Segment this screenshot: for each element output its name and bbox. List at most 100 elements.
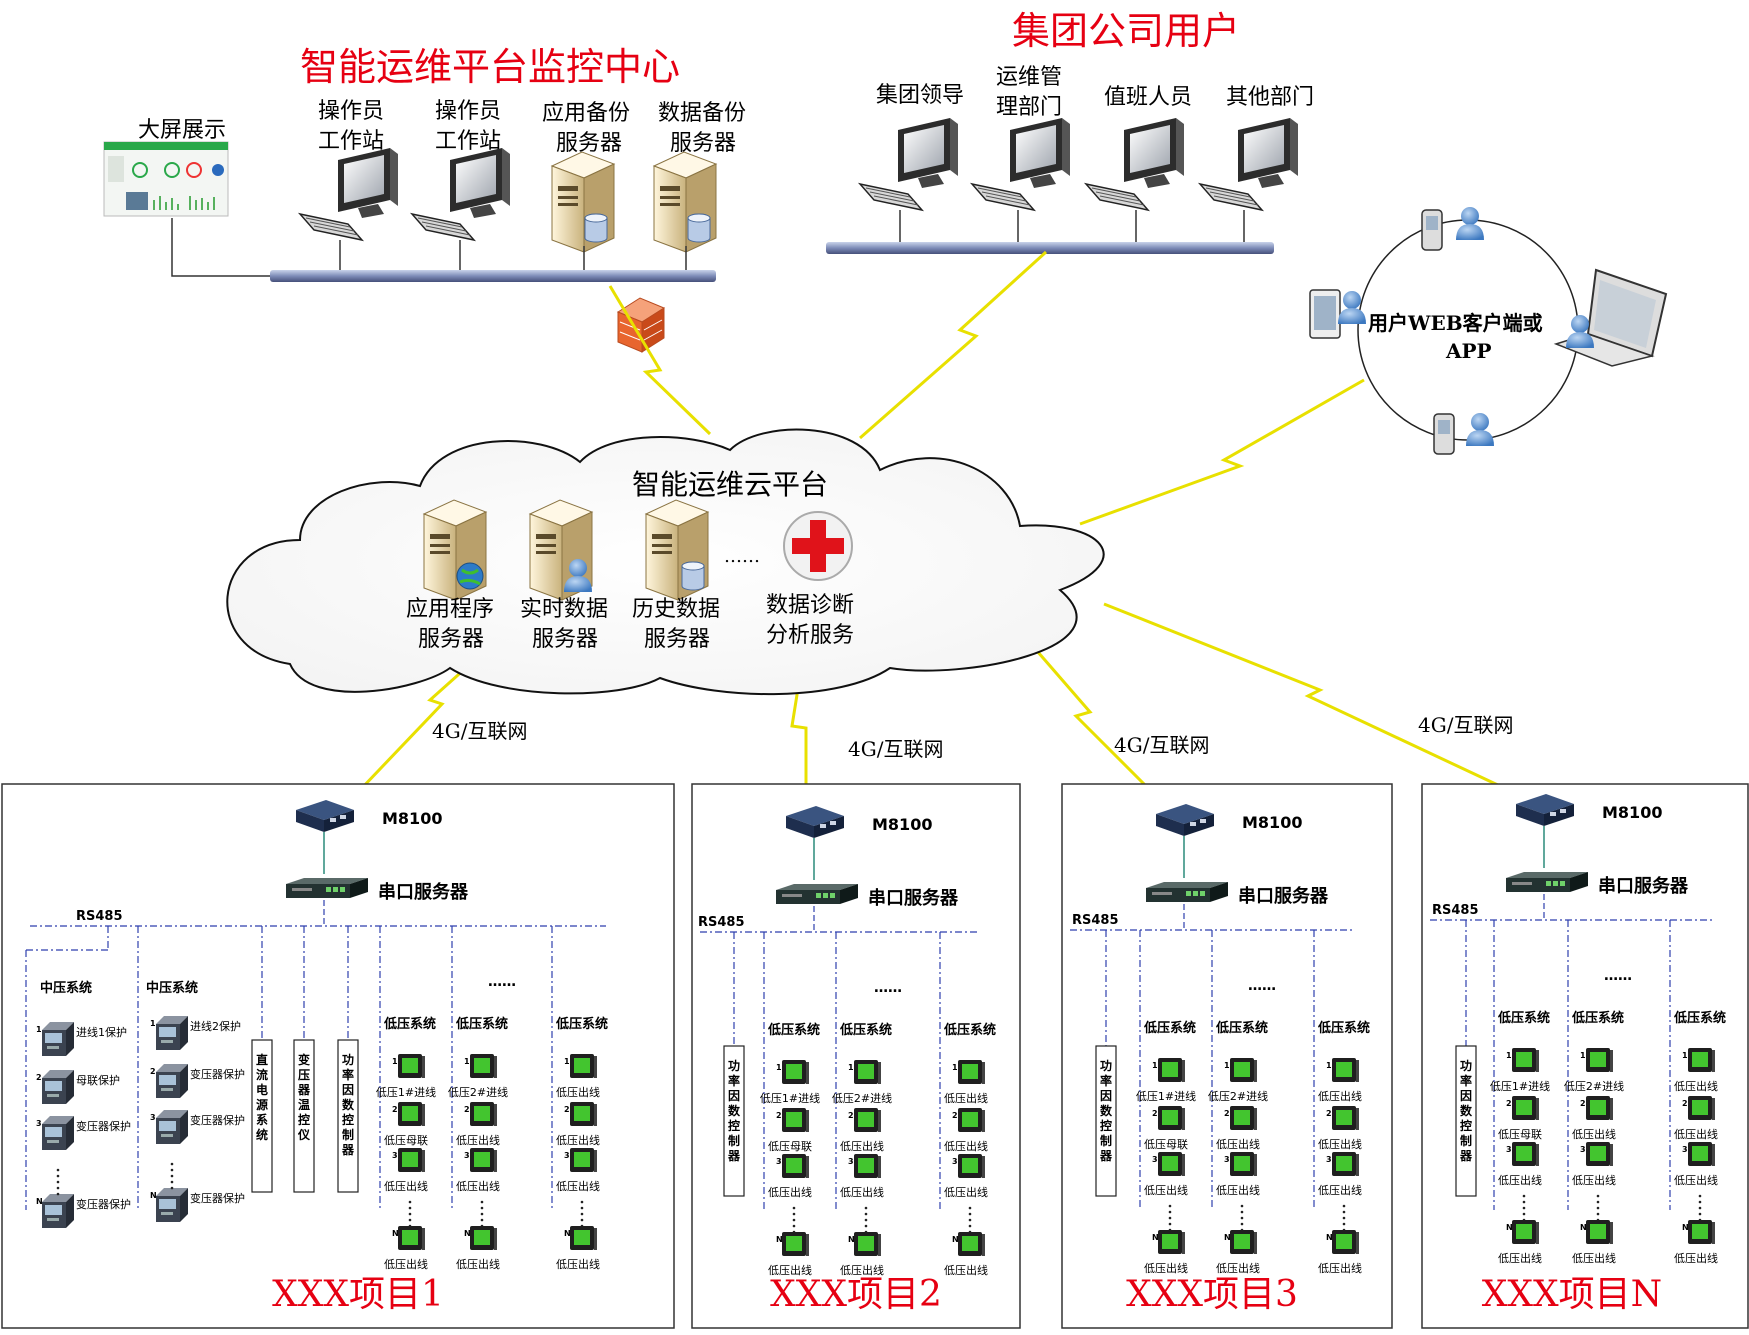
vertical-dot <box>1240 1210 1244 1214</box>
device-index: 3 <box>36 1119 42 1128</box>
vertical-dot <box>408 1212 412 1216</box>
device-index: 3 <box>1506 1145 1512 1154</box>
node-label-line1: 数据备份 <box>658 101 746 126</box>
device-index: 2 <box>1326 1109 1332 1118</box>
vertical-dot <box>792 1218 796 1222</box>
serial-server-label: 串口服务器 <box>868 887 959 909</box>
device-index: N <box>1580 1223 1587 1232</box>
device-label: 低压出线 <box>1674 1079 1718 1093</box>
vertical-dot <box>1342 1228 1346 1232</box>
node-label-line1: 运维管 <box>996 65 1062 90</box>
node-label-line1: 操作员 <box>318 99 384 124</box>
protection-relay-icon <box>156 1110 188 1144</box>
laptop-user <box>1553 268 1668 367</box>
vertical-dot <box>1698 1212 1702 1216</box>
power-meter-icon <box>1688 1220 1715 1244</box>
transformer-temp-controller-box <box>293 1039 315 1193</box>
vertical-char: 器 <box>1099 1149 1113 1163</box>
node-label-line1: 应用备份 <box>542 101 630 126</box>
power-meter-icon <box>1332 1230 1359 1254</box>
device-index: 2 <box>1682 1099 1688 1108</box>
power-meter-icon <box>958 1232 985 1256</box>
link-label-3: 4G/互联网 <box>1114 733 1209 757</box>
power-meter-icon <box>398 1102 425 1126</box>
device-index: 1 <box>1682 1051 1688 1060</box>
device-index: N <box>1326 1233 1333 1242</box>
vertical-dot <box>1240 1222 1244 1226</box>
serial-server-label: 串口服务器 <box>1598 875 1689 897</box>
device-label: 低压出线 <box>944 1139 988 1153</box>
vertical-dot <box>1240 1204 1244 1208</box>
device-index: 2 <box>776 1111 782 1120</box>
serial-server-icon <box>1146 882 1228 902</box>
lv-system-label: 低压系统 <box>1143 1020 1196 1036</box>
big-screen-display <box>103 141 229 217</box>
vertical-dot <box>1168 1222 1172 1226</box>
power-meter-icon <box>1586 1096 1613 1120</box>
vertical-dot <box>580 1200 584 1204</box>
device-index: 3 <box>1224 1155 1230 1164</box>
vertical-char: 数 <box>342 1097 355 1112</box>
device-index: N <box>1152 1233 1159 1242</box>
device-label: 低压出线 <box>456 1257 500 1271</box>
vertical-char: 控 <box>298 1112 310 1127</box>
device-index: 1 <box>848 1063 854 1072</box>
device-index: 1 <box>464 1057 470 1066</box>
mobile-phone-user-top <box>1421 207 1484 251</box>
power-factor-controller-box <box>723 1045 745 1197</box>
power-meter-icon <box>1230 1152 1257 1176</box>
vertical-dot <box>1596 1200 1600 1204</box>
vertical-dot <box>1522 1206 1526 1210</box>
protection-relay-icon <box>156 1016 188 1050</box>
device-index: 2 <box>392 1105 398 1114</box>
power-meter-icon <box>1512 1220 1539 1244</box>
vertical-dot <box>56 1192 60 1196</box>
device-index: N <box>150 1191 157 1200</box>
power-factor-controller-box <box>1095 1045 1117 1197</box>
dc-power-system-box <box>251 1039 273 1193</box>
device-label: 低压出线 <box>1216 1183 1260 1197</box>
device-label: 低压出线 <box>384 1257 428 1271</box>
service-label-line1: 应用程序 <box>406 597 494 622</box>
vertical-dot <box>408 1218 412 1222</box>
node-label-line2: 服务器 <box>556 131 622 156</box>
device-index: 3 <box>848 1157 854 1166</box>
power-meter-icon <box>570 1226 597 1250</box>
device-label: 低压出线 <box>556 1257 600 1271</box>
power-meter-icon <box>782 1060 809 1084</box>
device-label: 低压出线 <box>1318 1089 1362 1103</box>
power-meter-icon <box>1586 1142 1613 1166</box>
device-label: 低压出线 <box>1498 1251 1542 1265</box>
gateway-label: M8100 <box>872 815 932 834</box>
device-index: N <box>392 1229 399 1238</box>
vertical-char: 因 <box>1100 1088 1112 1103</box>
vertical-char: 统 <box>256 1127 268 1142</box>
data-backup-server: 数据备份 服务器 <box>653 101 746 270</box>
device-label: 低压出线 <box>1216 1137 1260 1151</box>
device-label: 低压出线 <box>840 1263 884 1277</box>
vertical-dot <box>1698 1206 1702 1210</box>
vertical-dot <box>1522 1200 1526 1204</box>
device-index: 3 <box>1152 1155 1158 1164</box>
app-backup-server: 应用备份 服务器 <box>542 101 630 270</box>
big-screen-label: 大屏展示 <box>138 118 226 143</box>
vertical-dot <box>1596 1212 1600 1216</box>
device-label: 低压出线 <box>1144 1183 1188 1197</box>
device-index: N <box>1682 1223 1689 1232</box>
gateway-label: M8100 <box>382 809 442 828</box>
service-label-line1: 历史数据 <box>632 597 720 622</box>
device-index: 1 <box>1580 1051 1586 1060</box>
vertical-char: 数 <box>1100 1103 1113 1118</box>
device-index: 3 <box>150 1113 156 1122</box>
vertical-dot <box>1522 1194 1526 1198</box>
vertical-char: 制 <box>342 1127 354 1142</box>
vertical-dot <box>170 1180 174 1184</box>
power-meter-icon <box>570 1102 597 1126</box>
node-label-line2: 工作站 <box>318 129 384 154</box>
protection-relay-icon <box>42 1022 74 1056</box>
device-label: 变压器保护 <box>76 1197 131 1211</box>
